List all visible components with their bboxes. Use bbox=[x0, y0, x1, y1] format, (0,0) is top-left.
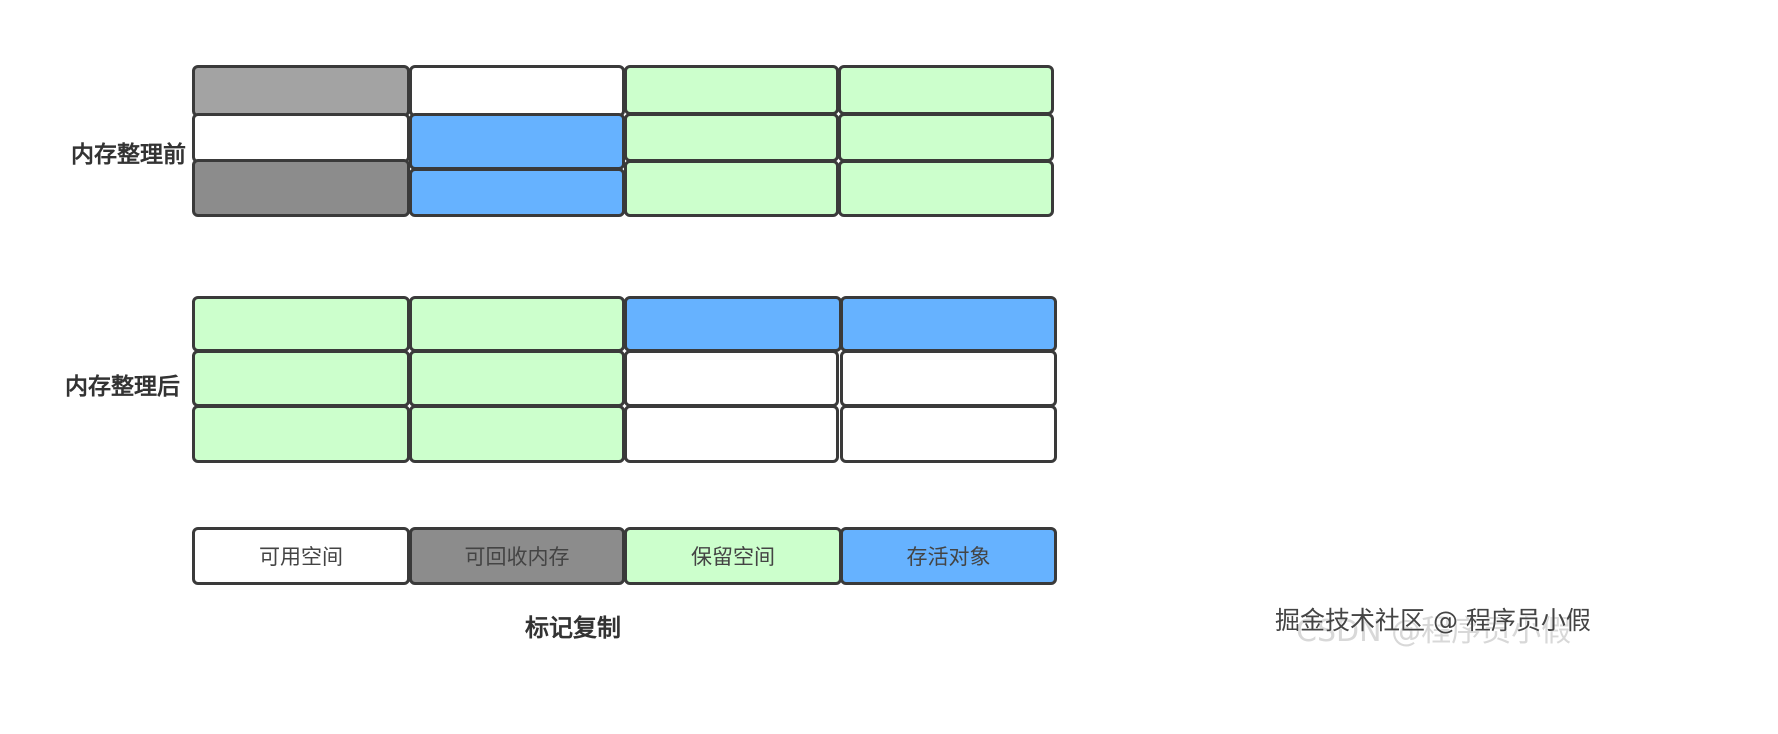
after-block-reserved bbox=[409, 296, 625, 352]
before-block-reserved bbox=[838, 113, 1054, 162]
after-block-live bbox=[624, 296, 842, 352]
before-block-reserved bbox=[624, 160, 839, 217]
before-block-reserved bbox=[838, 65, 1054, 115]
before-block-free bbox=[192, 113, 410, 163]
legend-live: 存活对象 bbox=[840, 527, 1057, 585]
diagram-caption: 标记复制 bbox=[525, 614, 621, 642]
before-block-live bbox=[409, 113, 625, 170]
before-block-reclaimable bbox=[192, 65, 410, 117]
after-block-reserved bbox=[192, 405, 410, 463]
before-block-live bbox=[409, 168, 625, 217]
after-block-reserved bbox=[192, 296, 410, 352]
after-block-free bbox=[624, 350, 839, 407]
before-block-reserved bbox=[838, 160, 1054, 217]
legend-reclaimable: 可回收内存 bbox=[409, 527, 625, 585]
watermark-ghost: CSDN @程序员小假 bbox=[1296, 614, 1572, 649]
watermark: 掘金技术社区 @ 程序员小假 bbox=[1275, 606, 1591, 635]
before-block-reserved bbox=[624, 113, 839, 162]
after-label: 内存整理后 bbox=[65, 374, 180, 400]
before-block-free bbox=[409, 65, 625, 117]
before-block-reserved bbox=[624, 65, 839, 115]
legend-reserved: 保留空间 bbox=[624, 527, 842, 585]
after-block-free bbox=[840, 405, 1057, 463]
after-block-free bbox=[840, 350, 1057, 407]
after-block-reserved bbox=[192, 350, 410, 407]
after-block-reserved bbox=[409, 405, 625, 463]
before-label: 内存整理前 bbox=[71, 142, 186, 168]
legend-free: 可用空间 bbox=[192, 527, 410, 585]
after-block-reserved bbox=[409, 350, 625, 407]
before-block-reclaimable bbox=[192, 159, 410, 217]
after-block-live bbox=[840, 296, 1057, 352]
after-block-free bbox=[624, 405, 839, 463]
